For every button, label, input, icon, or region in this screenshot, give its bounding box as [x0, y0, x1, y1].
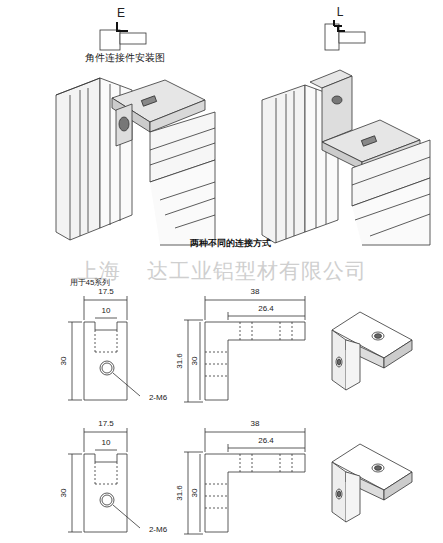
- icon-letter: L: [337, 6, 344, 18]
- dimension: 26.4: [258, 437, 274, 445]
- left-assembly: [56, 78, 215, 245]
- drawing-stroke: [56, 78, 100, 95]
- drawing-stroke: [352, 178, 430, 245]
- dimension: 31.6: [176, 353, 184, 369]
- dimension: 30: [191, 357, 199, 366]
- drawing-stroke: [160, 182, 215, 228]
- figure-title: 角件连接件安装图: [85, 53, 165, 63]
- dimension: 10: [102, 307, 111, 315]
- drawing-stroke: [100, 30, 120, 50]
- drawing-stroke: [116, 104, 132, 146]
- drawing-stroke: [294, 91, 295, 236]
- drawing-stroke: [262, 85, 305, 243]
- dimension: 30: [60, 489, 68, 498]
- dimension: 30: [60, 357, 68, 366]
- icon-letter: E: [117, 7, 125, 19]
- drawing-stroke: [80, 90, 81, 236]
- dimension: 17.5: [98, 288, 114, 296]
- dimension: 31.6: [176, 485, 184, 501]
- drawing-stroke: [361, 136, 376, 146]
- drawing-stroke: [370, 214, 430, 236]
- drawing-stroke: [56, 78, 100, 240]
- dimension: 38: [251, 288, 260, 296]
- drawing-stroke: [339, 32, 365, 43]
- drawing-stroke: [150, 143, 215, 165]
- dimension: 30: [191, 489, 199, 498]
- drawing-stroke: [119, 117, 129, 131]
- drawing-stroke: [141, 96, 156, 106]
- watermark: 达工业铝型材有限公司: [147, 261, 367, 282]
- dimension: 17.5: [98, 420, 114, 428]
- drawing-stroke: [352, 157, 430, 185]
- right-assembly: [262, 70, 430, 245]
- drawing-stroke: [276, 98, 277, 243]
- figure-caption: 两种不同的连接方式: [190, 239, 271, 248]
- series-note: 用于45系列: [70, 279, 111, 287]
- drawing-stroke: [120, 33, 146, 44]
- drawing-stroke: [70, 95, 71, 240]
- drawing-stroke: [332, 96, 342, 104]
- drawing-stroke: [110, 84, 111, 225]
- drawing-stroke: [334, 20, 342, 26]
- drawing-stroke: [68, 296, 412, 402]
- thread-callout: 2-M6: [149, 526, 167, 534]
- thread-callout: 2-M6: [149, 394, 167, 402]
- drawing-stroke: [88, 88, 89, 232]
- dimension: 38: [251, 420, 260, 428]
- dimension: 26.4: [258, 305, 274, 313]
- drawing-stroke: [68, 428, 412, 534]
- drawing-stroke: [355, 194, 430, 220]
- drawing-stroke: [316, 89, 317, 228]
- drawing-stroke: [150, 160, 215, 245]
- drawing-stroke: [338, 26, 345, 31]
- drawing-stroke: [325, 24, 339, 50]
- drawing-stroke: [322, 142, 362, 170]
- drawing-stroke: [286, 94, 287, 239]
- dimension: 10: [102, 439, 111, 447]
- drawing-stroke: [117, 22, 128, 31]
